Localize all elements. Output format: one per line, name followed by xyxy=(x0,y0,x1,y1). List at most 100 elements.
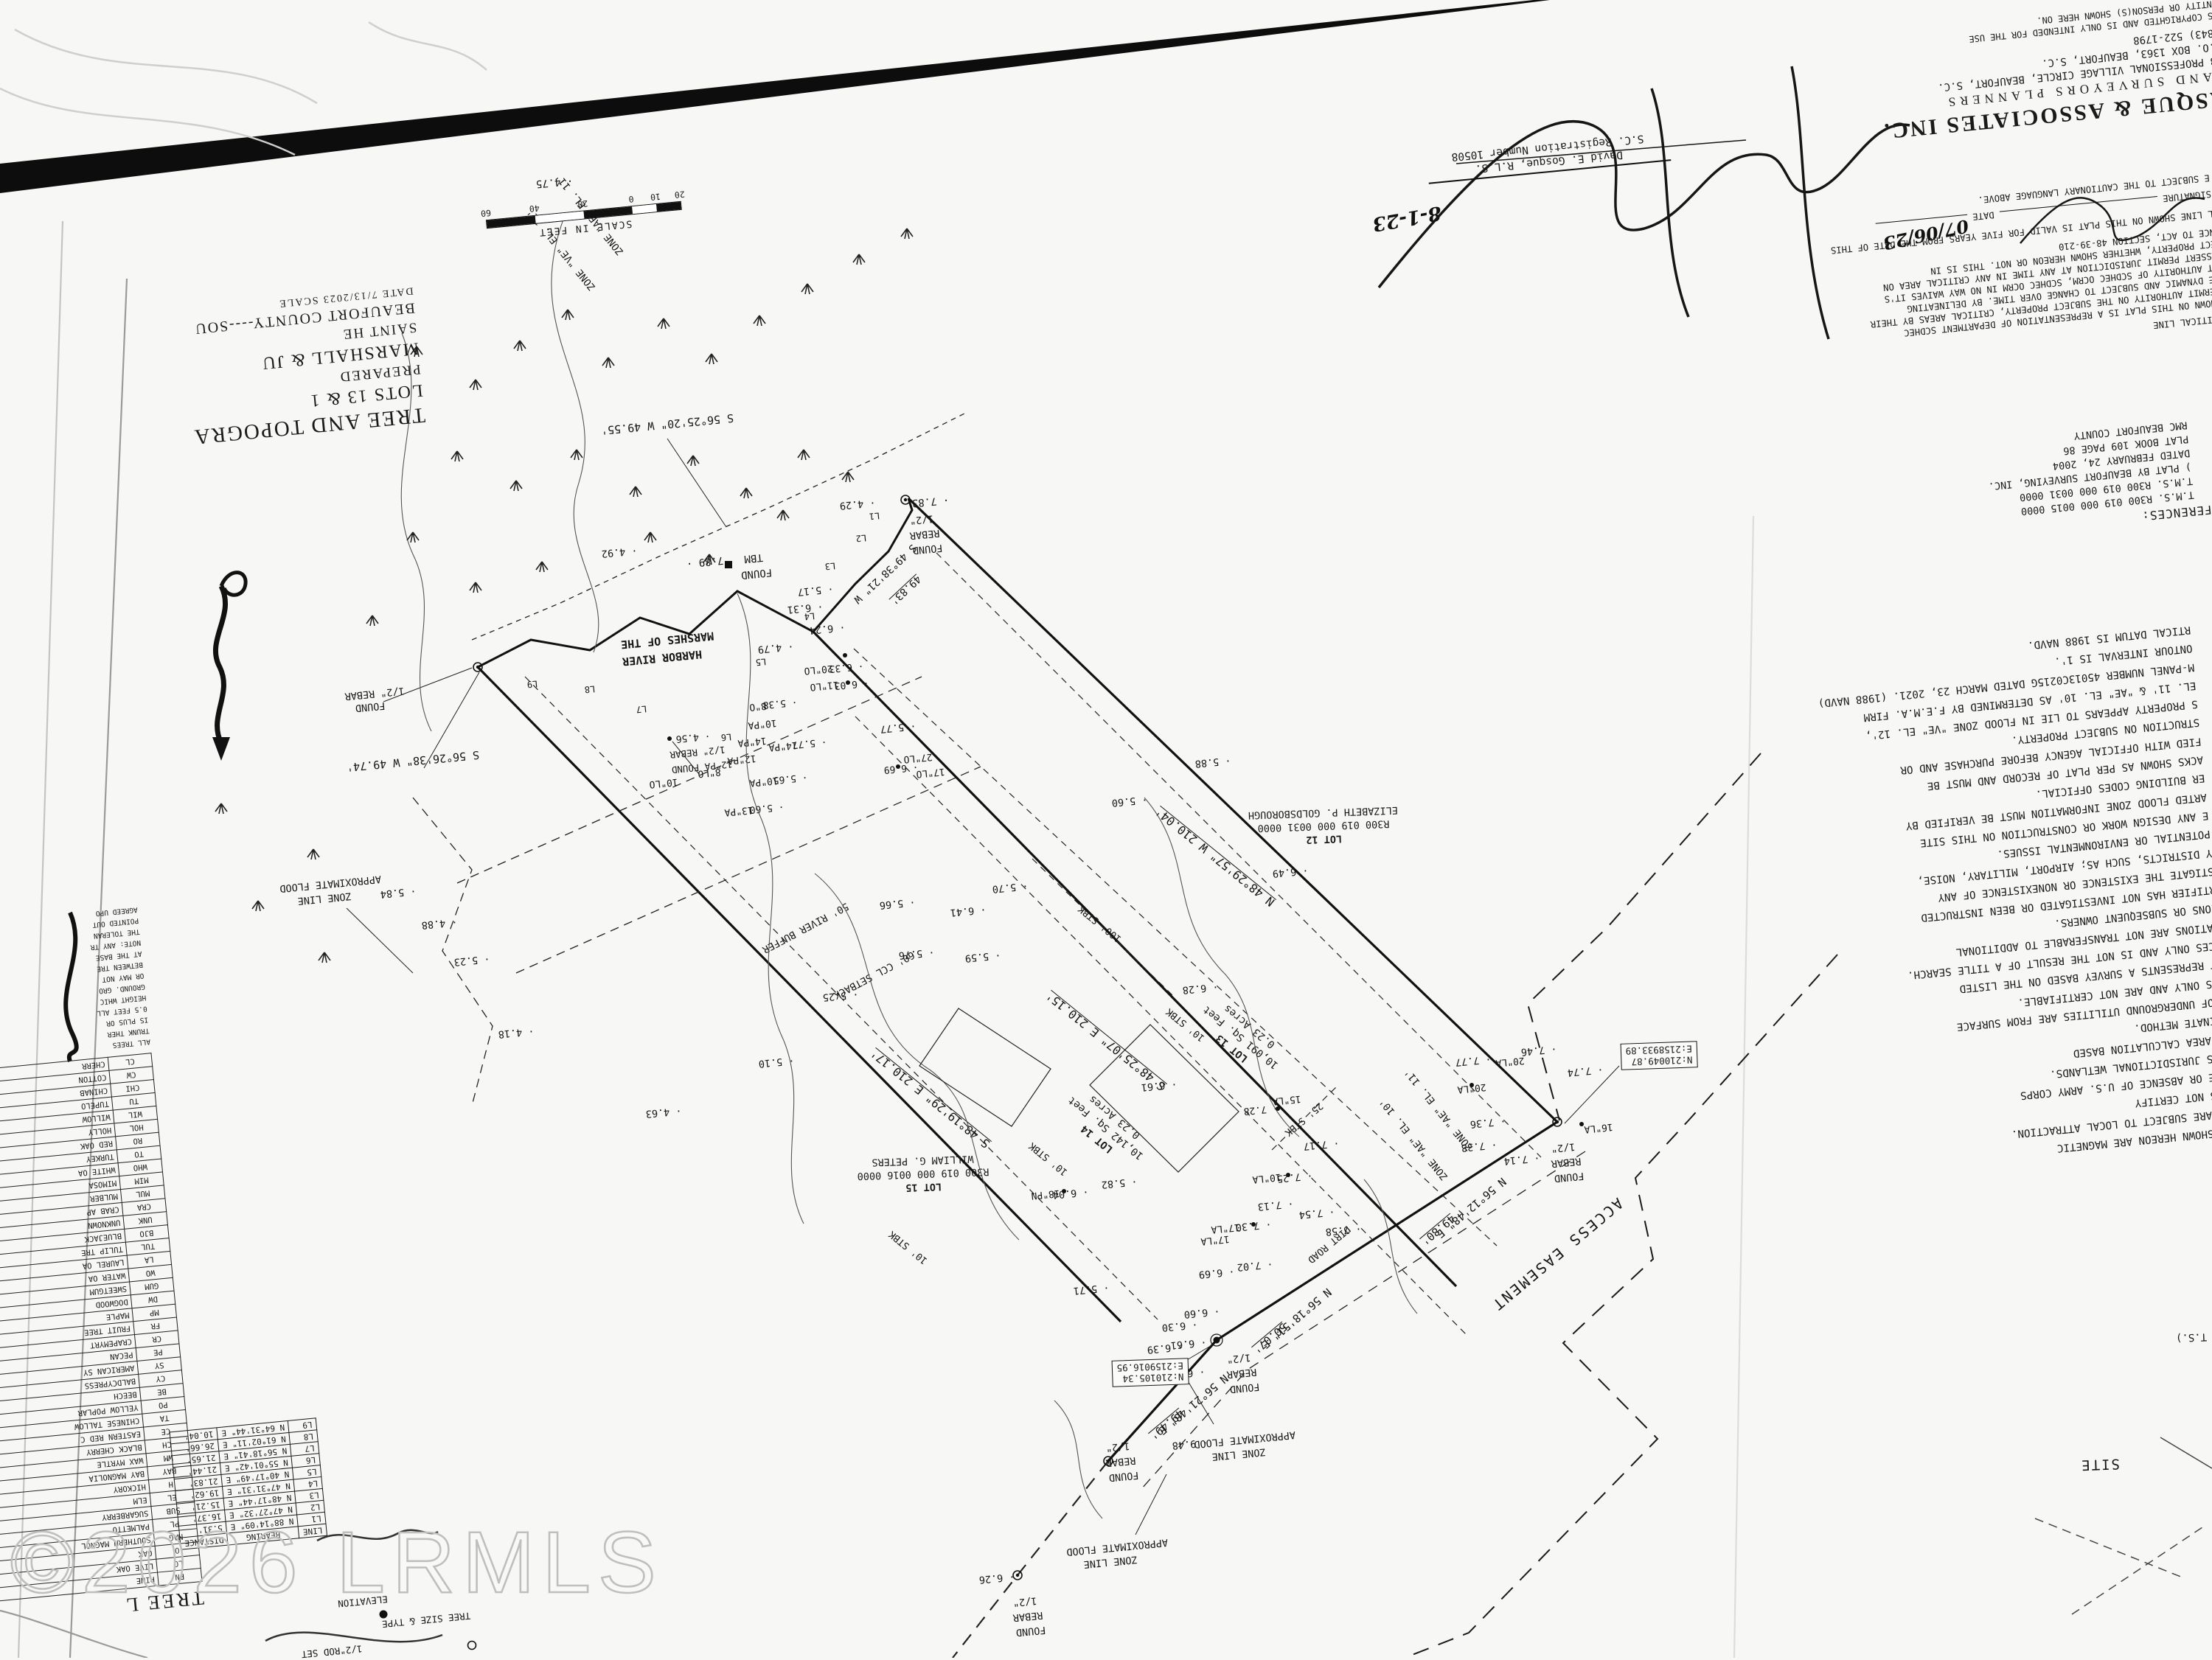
grass-tuft xyxy=(703,554,716,565)
structure-outlines xyxy=(919,1008,1239,1173)
rebar-marker-ring xyxy=(1210,1333,1223,1347)
tbm-marker xyxy=(725,561,732,568)
scale-segment xyxy=(535,211,585,223)
rebar-marker xyxy=(473,662,483,672)
grass-tuft xyxy=(410,346,423,358)
tree-dot-marker xyxy=(1276,1106,1280,1111)
tree-dot-marker xyxy=(1062,1189,1066,1193)
tree-dot-marker xyxy=(896,764,900,769)
tie-lines xyxy=(383,412,967,769)
grass-tuft xyxy=(686,455,700,467)
flood-zone-dashed xyxy=(1404,753,1838,1658)
signature-stroke xyxy=(1377,66,1910,340)
scale-tick: 60 xyxy=(480,207,492,219)
north-arrow xyxy=(63,571,248,1062)
page-edge-band xyxy=(0,0,1550,193)
legend-tree-dot xyxy=(379,1610,388,1619)
grass-tuft xyxy=(852,254,866,265)
notes-lines: NGS SHOWN HEREON ARE MAGNETICUCH ARE SUB… xyxy=(1749,620,2212,1182)
grass-tuft xyxy=(318,952,331,963)
rebar-marker xyxy=(900,495,911,505)
grass-tuft xyxy=(307,848,320,860)
tree-dot-marker xyxy=(846,680,850,685)
tree-dot-marker xyxy=(1470,1083,1474,1087)
grass-tuft xyxy=(570,449,583,461)
coordinate-line: N:210105.34 xyxy=(1122,1371,1184,1385)
contour-lines xyxy=(400,217,1418,1519)
coordinate-line: N:210049.87 xyxy=(1631,1054,1693,1068)
grass-tuft xyxy=(251,900,265,912)
tree-dot-marker xyxy=(1286,1173,1290,1177)
legend-rod-circle xyxy=(467,1640,477,1650)
coordinate-line: E:2159016.95 xyxy=(1116,1360,1184,1374)
watermark: ©2026 LRMLS xyxy=(10,1513,664,1613)
scale-tick: 20 xyxy=(674,189,686,200)
scale-tick: 0 xyxy=(627,193,635,205)
grass-tuft xyxy=(561,309,574,321)
lot12-13-line xyxy=(907,497,1559,1123)
grass-tuft xyxy=(740,487,753,499)
cert-signature-label: SIGNATURE xyxy=(2162,188,2212,204)
scale-tick: 20 xyxy=(577,198,588,210)
tree-dot-marker xyxy=(1251,1222,1256,1227)
parcel-boundary xyxy=(476,497,1559,1462)
tree-dot-marker xyxy=(667,736,672,741)
rebar-marker-center xyxy=(476,665,480,669)
grass-tuft xyxy=(705,353,718,365)
rebar-marker-center xyxy=(903,498,908,502)
cert-date-label: DATE xyxy=(1972,209,1995,223)
grass-tuft xyxy=(602,357,615,369)
paper-streaks xyxy=(0,21,487,156)
grass-tuft xyxy=(900,228,914,240)
notes-block: NGS SHOWN HEREON ARE MAGNETICUCH ARE SUB… xyxy=(1749,620,2212,1182)
scale-segment xyxy=(655,201,681,212)
grass-tuft xyxy=(451,450,464,462)
scale-segment xyxy=(486,215,536,229)
scale-tick: 40 xyxy=(529,203,540,215)
rebar-marker xyxy=(1103,1456,1113,1466)
grass-tuft xyxy=(841,471,855,483)
rebar-marker xyxy=(1552,1117,1562,1127)
rebar-marker xyxy=(1213,1336,1220,1344)
scale-tick: 10 xyxy=(650,191,661,203)
grass-tuft xyxy=(513,340,526,352)
lot14-15-line xyxy=(476,666,1122,1323)
scale-segment xyxy=(632,204,657,215)
grass-tuft xyxy=(469,379,482,391)
leader-lines xyxy=(346,741,1620,1535)
marker-layer xyxy=(379,495,1584,1650)
buffer-dashed xyxy=(412,676,981,1106)
grass-tuft xyxy=(469,582,482,593)
scale-segment xyxy=(583,206,633,219)
setback-dashed xyxy=(524,552,1542,1336)
grass-tuft xyxy=(776,509,790,521)
grass-tuft xyxy=(215,803,228,815)
grass-tuft xyxy=(797,449,810,461)
cert-date-line xyxy=(1875,214,1968,233)
tree-dot-marker xyxy=(1579,1122,1584,1126)
grass-tuft xyxy=(535,561,549,573)
grass-tuft xyxy=(644,531,657,543)
grass-tuft xyxy=(406,531,420,543)
grass-tuft xyxy=(753,315,766,327)
vicinity-lines xyxy=(2034,1437,2212,1615)
grass-tuft xyxy=(629,486,642,498)
grass-tuft xyxy=(509,480,523,492)
legend-squiggle xyxy=(265,1529,443,1643)
rebar-marker-center xyxy=(1555,1120,1559,1124)
rebar-marker-center xyxy=(1015,1573,1020,1577)
grass-layer xyxy=(215,228,914,963)
grass-tuft xyxy=(366,615,379,627)
road-edge xyxy=(952,1151,1586,1658)
road-frontage-line xyxy=(1107,1120,1558,1462)
coordinate-line: E:2158933.89 xyxy=(1625,1043,1693,1057)
tree-dot-marker xyxy=(843,653,847,658)
